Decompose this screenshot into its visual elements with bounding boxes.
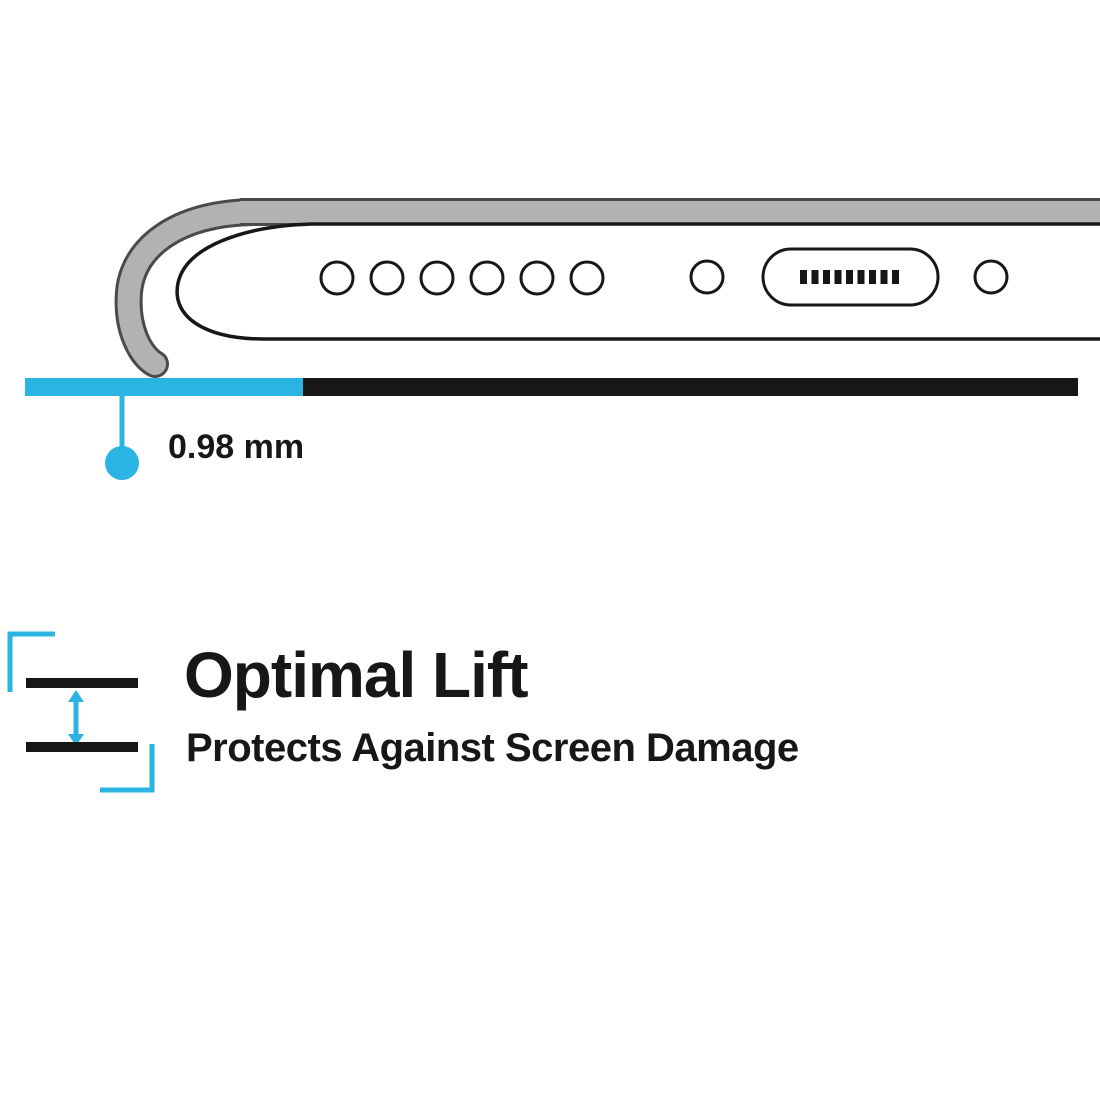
case-corner [117, 201, 263, 375]
microphone-hole [689, 259, 725, 295]
feature-title: Optimal Lift [184, 639, 529, 711]
measure-pointer-dot [105, 446, 139, 480]
speaker-hole [569, 260, 605, 296]
case-back-strip [240, 201, 1100, 223]
lift-measurement-label: 0.98 mm [168, 428, 305, 466]
phone-body [175, 222, 1100, 341]
speaker-hole [519, 260, 555, 296]
double-arrow-icon [68, 690, 84, 746]
speaker-hole [419, 260, 455, 296]
surface-bar [303, 378, 1078, 396]
screw-hole [973, 259, 1009, 295]
lift-gap-bar [25, 378, 303, 396]
speaker-hole [469, 260, 505, 296]
feature-subtitle: Protects Against Screen Damage [186, 726, 799, 770]
lift-range-icon [7, 631, 155, 793]
phone-case-illustration [25, 198, 1100, 480]
upper-surface-line [26, 678, 138, 688]
lower-surface-line [26, 742, 138, 752]
bracket-top-left-icon [7, 631, 55, 692]
bracket-bottom-right-icon [100, 744, 155, 793]
speaker-hole [319, 260, 355, 296]
charging-port-pins [800, 270, 899, 284]
speaker-hole [369, 260, 405, 296]
